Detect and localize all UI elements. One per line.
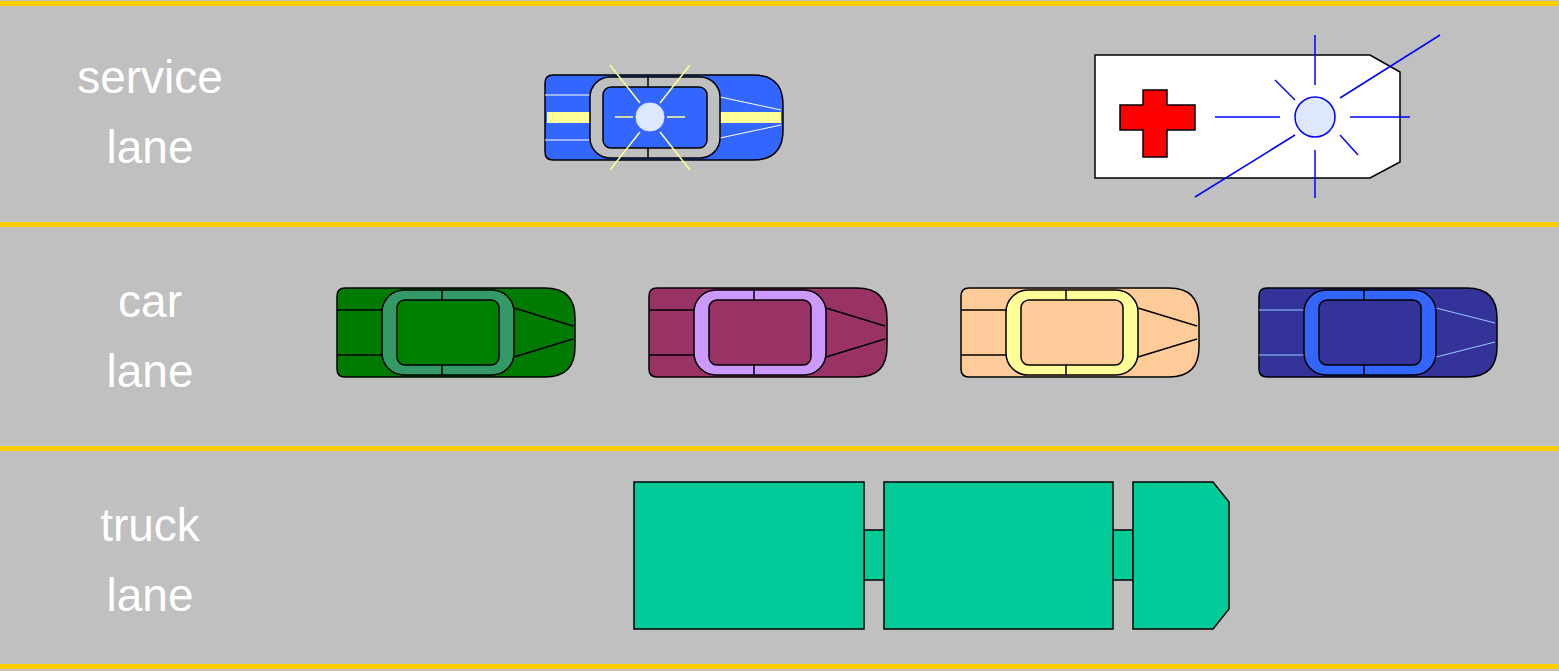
lane-line bbox=[0, 664, 1559, 669]
car-cabin bbox=[1304, 290, 1436, 375]
light-ray bbox=[1314, 35, 1316, 85]
car-line bbox=[337, 309, 382, 311]
car-line bbox=[1436, 342, 1495, 357]
car-line bbox=[1138, 339, 1197, 357]
car-line bbox=[1065, 290, 1067, 300]
car-line bbox=[441, 365, 443, 375]
car-cabin bbox=[1006, 290, 1138, 375]
car-line bbox=[1259, 355, 1304, 356]
car-body bbox=[1259, 288, 1497, 377]
truck-coupling bbox=[1113, 530, 1133, 580]
truck bbox=[634, 482, 1229, 629]
car-cabin bbox=[694, 290, 826, 375]
maroon-car bbox=[649, 288, 887, 377]
car-window bbox=[397, 300, 499, 365]
car-line bbox=[1363, 365, 1365, 375]
car-cabin bbox=[590, 77, 720, 158]
car-window bbox=[603, 87, 707, 148]
car-line bbox=[514, 339, 573, 357]
lane-line bbox=[0, 222, 1559, 227]
lane-label: service lane bbox=[77, 42, 223, 182]
navy-car bbox=[1259, 288, 1497, 377]
lane-band: service lane bbox=[0, 0, 1559, 224]
car-body bbox=[337, 288, 575, 377]
car-line bbox=[753, 290, 755, 300]
car-line bbox=[826, 339, 885, 357]
lane-label: truck lane bbox=[100, 490, 200, 630]
truck-trailer bbox=[634, 482, 864, 629]
light-ray bbox=[660, 65, 690, 103]
light-ray bbox=[1350, 116, 1410, 118]
car-window bbox=[709, 300, 811, 365]
lane-label-area: truck lane bbox=[0, 448, 300, 671]
red-cross bbox=[1120, 90, 1195, 157]
lane-label: car lane bbox=[107, 266, 194, 406]
car-line bbox=[514, 308, 573, 326]
car-line bbox=[961, 354, 1006, 356]
truck-cab bbox=[1133, 482, 1229, 629]
car-line bbox=[720, 97, 781, 110]
light-ray bbox=[1340, 35, 1440, 98]
car-line bbox=[649, 309, 694, 311]
car-line bbox=[647, 148, 649, 158]
car-line bbox=[649, 354, 694, 356]
light-ray bbox=[667, 116, 685, 118]
car-line bbox=[647, 77, 649, 87]
car-line bbox=[753, 365, 755, 375]
light-ray bbox=[610, 132, 640, 170]
light-ray bbox=[660, 132, 690, 170]
truck-trailer bbox=[884, 482, 1113, 629]
car-line bbox=[545, 140, 590, 141]
car-line bbox=[1436, 308, 1495, 323]
car-line bbox=[545, 95, 590, 96]
lane-line bbox=[0, 1, 1559, 6]
light-ray bbox=[1314, 150, 1316, 198]
police-car bbox=[545, 65, 783, 170]
truck-coupling bbox=[864, 530, 884, 580]
siren-light bbox=[1295, 97, 1335, 137]
car-line bbox=[1259, 310, 1304, 311]
lane-line bbox=[0, 446, 1559, 451]
light-ray bbox=[1215, 116, 1280, 118]
car-line bbox=[1363, 290, 1365, 300]
peach-car bbox=[961, 288, 1199, 377]
car-body bbox=[961, 288, 1199, 377]
car-window bbox=[1319, 300, 1421, 365]
car-window bbox=[1021, 300, 1123, 365]
lane-label-area: service lane bbox=[0, 0, 300, 224]
lane-band: truck lane bbox=[0, 448, 1559, 671]
siren-light bbox=[635, 102, 665, 132]
lane-label-area: car lane bbox=[0, 224, 300, 448]
car-body bbox=[649, 288, 887, 377]
light-ray bbox=[1340, 135, 1358, 155]
car-body bbox=[545, 75, 783, 160]
light-ray bbox=[615, 116, 633, 118]
car-line bbox=[1065, 365, 1067, 375]
car-line bbox=[961, 309, 1006, 311]
car-line bbox=[337, 354, 382, 356]
ambulance bbox=[1095, 35, 1440, 198]
car-line bbox=[720, 125, 781, 138]
car-cabin bbox=[382, 290, 514, 375]
lane-band: car lane bbox=[0, 224, 1559, 448]
car-line bbox=[1138, 308, 1197, 326]
light-ray bbox=[610, 65, 640, 103]
green-car bbox=[337, 288, 575, 377]
car-line bbox=[441, 290, 443, 300]
car-line bbox=[826, 308, 885, 326]
light-ray bbox=[1275, 80, 1295, 100]
light-ray bbox=[1195, 135, 1295, 197]
